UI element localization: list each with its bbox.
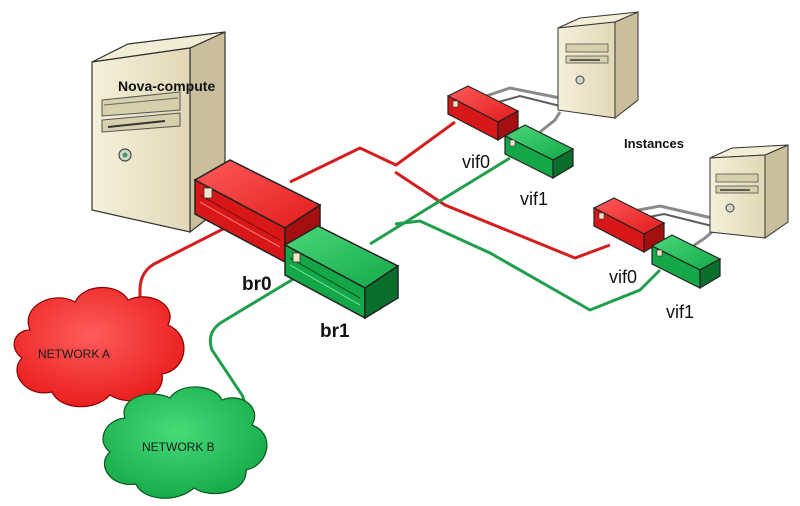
instance-server-bottom xyxy=(709,144,789,239)
bridge-br1-label: br1 xyxy=(320,321,350,342)
bridge-br1-switch xyxy=(283,225,400,320)
cable-br0-vif0-top xyxy=(289,120,456,184)
network-a-label: NETWORK A xyxy=(38,347,110,361)
vif0-bottom-label: vif0 xyxy=(609,267,637,287)
cable-br0-network-a xyxy=(138,226,226,310)
cable-vif0-top-instance xyxy=(479,86,561,100)
network-b-label: NETWORK B xyxy=(142,440,215,454)
cable-vif1-bottom-instance xyxy=(689,230,713,250)
vif1-bottom-label: vif1 xyxy=(666,302,694,322)
cable-br0-vif0-bottom xyxy=(394,170,611,260)
instance-server-top xyxy=(557,11,639,120)
cable-vif1-top-instance xyxy=(539,111,562,134)
cable-br1-network-b xyxy=(208,273,301,413)
cable-br1-vif1-bottom xyxy=(394,219,662,312)
network-a-cloud xyxy=(13,287,185,408)
vif1-bottom-switch xyxy=(650,234,722,290)
vif1-top-label: vif1 xyxy=(520,189,548,209)
network-b-cloud xyxy=(102,386,268,499)
bridge-br0-label: br0 xyxy=(242,274,272,295)
vif0-top-switch xyxy=(446,85,520,142)
instances-label: Instances xyxy=(624,136,684,151)
vif0-bottom-switch xyxy=(592,197,666,254)
cable-br1-vif1-top xyxy=(369,156,511,246)
vif1-top-switch xyxy=(503,124,575,180)
server-label: Nova-compute xyxy=(118,78,215,94)
vif0-top-label: vif0 xyxy=(462,152,490,172)
